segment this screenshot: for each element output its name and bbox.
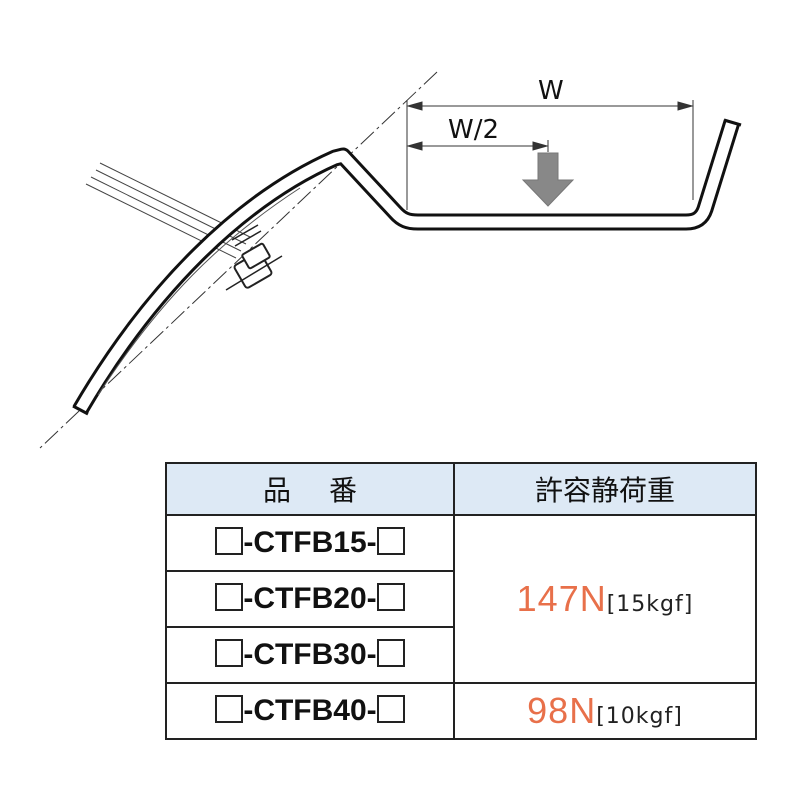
blank-box xyxy=(376,527,405,555)
blank-box xyxy=(215,695,244,723)
table-row: -CTFB15- 147N[15kgf] xyxy=(165,514,757,684)
blank-box xyxy=(376,583,405,611)
part-number-cell: -CTFB15- xyxy=(165,514,455,572)
dimension-half-w xyxy=(406,140,549,152)
dimension-w-label: W xyxy=(538,76,564,106)
bracket-body xyxy=(72,118,742,416)
spec-table: 品番 許容静荷重 -CTFB15- 147N[15kgf] -CTFB20- -… xyxy=(165,462,757,740)
load-kgf: [15kgf] xyxy=(606,592,694,617)
part-number: -CTFB40- xyxy=(243,694,377,727)
header-allowable-load: 許容静荷重 xyxy=(453,462,757,516)
load-newton: 98N xyxy=(527,690,597,731)
part-number: -CTFB30- xyxy=(243,638,377,671)
table-header-row: 品番 許容静荷重 xyxy=(165,462,757,516)
part-number-cell: -CTFB20- xyxy=(165,570,455,628)
bolt-nut xyxy=(225,224,283,291)
load-kgf: [10kgf] xyxy=(596,704,683,729)
down-arrow-icon xyxy=(521,152,575,207)
part-number: -CTFB20- xyxy=(243,582,377,615)
table-row: -CTFB40- 98N[10kgf] xyxy=(165,682,757,740)
center-line xyxy=(39,71,438,449)
part-number-cell: -CTFB40- xyxy=(165,682,455,740)
blank-box xyxy=(215,527,244,555)
blank-box xyxy=(376,695,405,723)
part-number: -CTFB15- xyxy=(243,526,377,559)
header-part-number: 品番 xyxy=(165,462,455,516)
load-value-cell: 98N[10kgf] xyxy=(453,682,757,740)
blank-box xyxy=(376,639,405,667)
dimension-half-w-label: W/2 xyxy=(448,115,499,145)
table-row: -CTFB20- xyxy=(165,570,756,628)
blank-box xyxy=(215,639,244,667)
load-newton: 147N xyxy=(516,578,607,619)
dimension-w xyxy=(406,100,694,210)
bracket-load-diagram: W W/2 xyxy=(39,71,742,449)
header-part-number-a: 品 xyxy=(262,474,291,507)
load-value-cell: 147N[15kgf] xyxy=(453,514,757,684)
part-number-cell: -CTFB30- xyxy=(165,626,455,684)
blank-box xyxy=(215,583,244,611)
header-part-number-b: 番 xyxy=(329,474,358,507)
table-row: -CTFB30- xyxy=(165,626,756,684)
